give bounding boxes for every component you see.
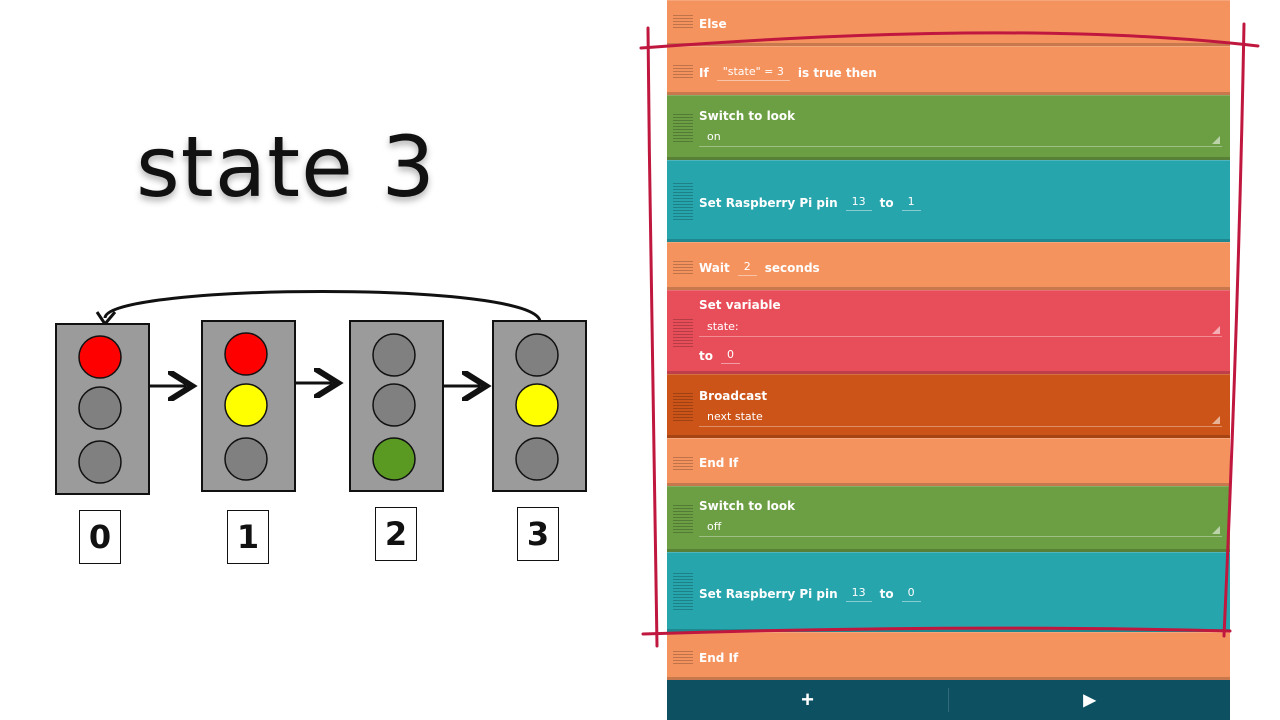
pin-number-field[interactable]: 13 bbox=[845, 585, 872, 602]
dropdown-triangle-icon bbox=[1212, 326, 1220, 334]
drag-handle[interactable] bbox=[673, 15, 693, 29]
lamp-1-2 bbox=[224, 437, 268, 481]
dropdown-triangle-icon bbox=[1212, 416, 1220, 424]
drag-handle[interactable] bbox=[673, 573, 693, 611]
message-value: next state bbox=[707, 410, 763, 423]
set-pin-label: Set Raspberry Pi pin bbox=[699, 195, 838, 210]
switch-look-label: Switch to look bbox=[699, 499, 796, 513]
else-label: Else bbox=[699, 17, 727, 31]
set-pin-brick-1[interactable]: Set Raspberry Pi pin 13 to 1 bbox=[667, 160, 1230, 242]
look-value: off bbox=[707, 520, 722, 533]
wait-brick[interactable]: Wait 2 seconds bbox=[667, 242, 1230, 290]
set-pin-brick-2[interactable]: Set Raspberry Pi pin 13 to 0 bbox=[667, 552, 1230, 632]
lamp-3-0 bbox=[515, 333, 559, 377]
plus-icon: + bbox=[801, 687, 814, 712]
drag-handle[interactable] bbox=[673, 183, 693, 221]
variable-name: state: bbox=[707, 320, 739, 333]
look-dropdown[interactable]: on bbox=[699, 130, 1222, 147]
drag-handle[interactable] bbox=[673, 319, 693, 347]
pin-value-field[interactable]: 0 bbox=[901, 585, 921, 602]
lamp-3-1 bbox=[515, 383, 559, 427]
broadcast-label: Broadcast bbox=[699, 389, 768, 403]
dropdown-triangle-icon bbox=[1212, 526, 1220, 534]
script-panel: Else If "state" = 3 is true then Switch … bbox=[667, 0, 1230, 720]
else-brick[interactable]: Else bbox=[667, 0, 1230, 46]
dropdown-triangle-icon bbox=[1212, 136, 1220, 144]
state-number-3: 3 bbox=[517, 507, 559, 561]
lamp-0-2 bbox=[78, 440, 122, 484]
lamp-2-2 bbox=[372, 437, 416, 481]
state-title: state 3 bbox=[136, 118, 436, 216]
drag-handle[interactable] bbox=[673, 505, 693, 533]
pin-value-field[interactable]: 1 bbox=[901, 194, 921, 211]
traffic-light-diagram bbox=[55, 290, 587, 495]
lamp-1-1 bbox=[224, 383, 268, 427]
drag-handle[interactable] bbox=[673, 114, 693, 142]
lamp-2-0 bbox=[372, 333, 416, 377]
play-icon: ▶ bbox=[1083, 692, 1096, 709]
toolbar-divider bbox=[948, 688, 949, 712]
play-button[interactable]: ▶ bbox=[949, 680, 1230, 720]
variable-value-field[interactable]: 0 bbox=[720, 347, 740, 364]
lamp-3-2 bbox=[515, 437, 559, 481]
to-label: to bbox=[699, 348, 713, 363]
seconds-label: seconds bbox=[764, 260, 820, 275]
if-then-label: is true then bbox=[797, 65, 877, 80]
state-number-1: 1 bbox=[227, 510, 269, 564]
message-dropdown[interactable]: next state bbox=[699, 410, 1222, 427]
switch-look-brick-2[interactable]: Switch to look off bbox=[667, 486, 1230, 552]
add-brick-button[interactable]: + bbox=[667, 680, 948, 720]
loop-back-arrow bbox=[103, 290, 542, 323]
end-if-label: End If bbox=[699, 651, 739, 665]
drag-handle[interactable] bbox=[673, 651, 693, 665]
end-if-label: End If bbox=[699, 456, 739, 470]
if-brick[interactable]: If "state" = 3 is true then bbox=[667, 46, 1230, 95]
drag-handle[interactable] bbox=[673, 65, 693, 79]
lamp-0-0 bbox=[78, 335, 122, 379]
look-value: on bbox=[707, 130, 721, 143]
switch-look-label: Switch to look bbox=[699, 109, 796, 123]
wait-label: Wait bbox=[699, 260, 730, 275]
drag-handle[interactable] bbox=[673, 457, 693, 471]
if-label: If bbox=[699, 65, 709, 80]
lamp-2-1 bbox=[372, 383, 416, 427]
variable-dropdown[interactable]: state: bbox=[699, 320, 1222, 337]
drag-handle[interactable] bbox=[673, 261, 693, 275]
wait-seconds-field[interactable]: 2 bbox=[737, 259, 757, 276]
broadcast-brick[interactable]: Broadcast next state bbox=[667, 374, 1230, 438]
look-dropdown[interactable]: off bbox=[699, 520, 1222, 537]
bottom-toolbar: + ▶ bbox=[667, 680, 1230, 720]
set-variable-label: Set variable bbox=[699, 298, 781, 312]
state-number-2: 2 bbox=[375, 507, 417, 561]
lamp-1-0 bbox=[224, 332, 268, 376]
if-condition-field[interactable]: "state" = 3 bbox=[716, 64, 790, 81]
drag-handle[interactable] bbox=[673, 393, 693, 421]
to-label: to bbox=[879, 195, 894, 210]
end-if-brick-2[interactable]: End If bbox=[667, 632, 1230, 680]
state-number-0: 0 bbox=[79, 510, 121, 564]
set-variable-brick[interactable]: Set variable state: to 0 bbox=[667, 290, 1230, 374]
lamp-0-1 bbox=[78, 386, 122, 430]
set-pin-label: Set Raspberry Pi pin bbox=[699, 586, 838, 601]
to-label: to bbox=[879, 586, 894, 601]
pin-number-field[interactable]: 13 bbox=[845, 194, 872, 211]
switch-look-brick-1[interactable]: Switch to look on bbox=[667, 95, 1230, 160]
end-if-brick-1[interactable]: End If bbox=[667, 438, 1230, 486]
